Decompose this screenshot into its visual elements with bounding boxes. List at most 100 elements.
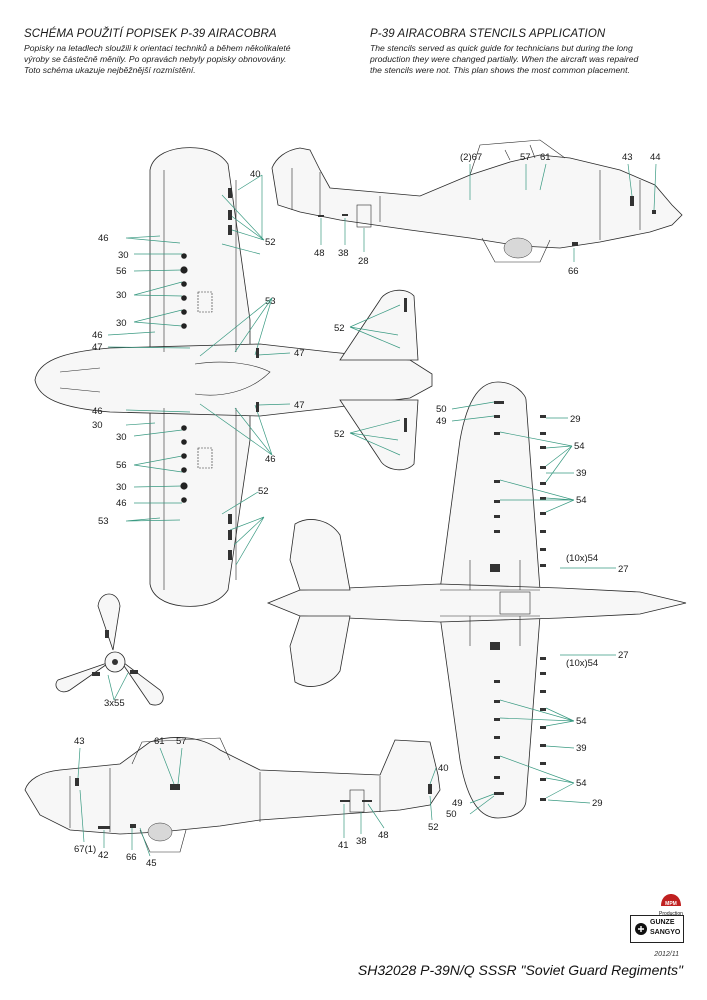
callout-label: 46 <box>98 233 109 244</box>
callout-label: 61 <box>154 736 165 747</box>
access-panel <box>197 291 213 313</box>
mpm-logo-sub: Production <box>659 911 683 917</box>
bottom-stencils <box>490 401 546 801</box>
callout-label: 38 <box>338 248 349 259</box>
wing-guns-top <box>180 253 188 503</box>
callout-label: 40 <box>438 763 449 774</box>
gun-port-icon <box>181 309 187 315</box>
callout-label: 46 <box>92 406 103 417</box>
callout-label: 30 <box>116 318 127 329</box>
header-line-en: production they were changed partially. … <box>370 54 639 64</box>
header-title-en: P-39 AIRACOBRA STENCILS APPLICATION <box>370 28 606 40</box>
mpm-logo-icon <box>661 894 681 906</box>
callout-label: 57 <box>176 736 187 747</box>
footer-date: 2012/11 <box>654 951 679 958</box>
callout-label: 54 <box>576 716 587 727</box>
access-panel <box>356 204 372 228</box>
callout-label: 30 <box>116 482 127 493</box>
header-line-en: the stencils were not. This plan shows t… <box>370 65 630 75</box>
callout-label: 50 <box>446 809 457 820</box>
bottom-view: 50 49 29 54 39 54 (10x)54 27 27 (10x)54 … <box>266 381 687 820</box>
callout-label: 28 <box>358 256 369 267</box>
gunze-emblem-icon <box>635 923 647 935</box>
mpm-logo: MPM Production <box>658 893 684 917</box>
sangyo-text: SANGYO <box>650 929 681 936</box>
side-profile-right: 43 61 57 40 52 41 38 48 67(1) 42 66 45 <box>24 736 449 869</box>
header-line-en: The stencils served as quick guide for t… <box>370 43 633 53</box>
callout-label: 29 <box>592 798 603 809</box>
gun-port-icon <box>180 266 188 274</box>
callout-label: 41 <box>338 840 349 851</box>
gun-port-icon <box>181 281 187 287</box>
propeller: 3x55 <box>55 593 164 709</box>
callout-label: 47 <box>294 348 305 359</box>
callout-label: (2)67 <box>460 152 482 163</box>
callout-label: 45 <box>146 858 157 869</box>
gunze-sangyo-logo: GUNZE SANGYO <box>630 915 684 943</box>
callout-label: 30 <box>118 250 129 261</box>
callout-label: 54 <box>576 495 587 506</box>
callout-label: 39 <box>576 468 587 479</box>
callout-label: 43 <box>74 736 85 747</box>
callout-label: 29 <box>570 414 581 425</box>
stencil-mark <box>630 196 634 206</box>
callout-label: 57 <box>520 152 531 163</box>
callout-label: 52 <box>428 822 439 833</box>
callout-label: 48 <box>314 248 325 259</box>
callout-label: 56 <box>116 460 127 471</box>
callout-label: 30 <box>116 290 127 301</box>
callout-label: 50 <box>436 404 447 415</box>
callout-label: 46 <box>265 454 276 465</box>
callout-label: 30 <box>116 432 127 443</box>
callout-label: 52 <box>334 429 345 440</box>
callout-label: 27 <box>618 564 629 575</box>
callout-label: 40 <box>250 169 261 180</box>
wing-stencils-top <box>228 188 259 560</box>
callout-label: 49 <box>436 416 447 427</box>
gun-port-icon <box>181 323 187 329</box>
header-line-cz: Popisky na letadlech sloužili k orientac… <box>24 43 291 53</box>
gun-port-icon <box>181 439 187 445</box>
callout-label: 46 <box>92 330 103 341</box>
gun-port-icon <box>181 253 187 259</box>
callout-label: 47 <box>294 400 305 411</box>
gun-port-icon <box>180 482 188 490</box>
top-view: 40 52 46 30 56 30 30 46 47 53 47 47 46 3… <box>34 147 433 607</box>
callout-label: 66 <box>126 852 137 863</box>
callout-label: 52 <box>265 237 276 248</box>
callout-label: 56 <box>116 266 127 277</box>
callout-label: 66 <box>568 266 579 277</box>
callout-label: 49 <box>452 798 463 809</box>
gun-port-icon <box>181 425 187 431</box>
stencil-mark <box>572 242 578 246</box>
callout-label: 42 <box>98 850 109 861</box>
callout-label: 43 <box>622 152 633 163</box>
callout-label: 39 <box>576 743 587 754</box>
callout-label: 53 <box>265 296 276 307</box>
callout-label: 53 <box>98 516 109 527</box>
gunze-text: GUNZE <box>650 919 675 926</box>
callout-label: 27 <box>618 650 629 661</box>
access-panel <box>349 789 365 813</box>
gun-port-icon <box>181 453 187 459</box>
callout-label: 38 <box>356 836 367 847</box>
header-title-cz: SCHÉMA POUŽITÍ POPISEK P-39 AIRACOBRA <box>24 28 277 40</box>
callout-label: 52 <box>334 323 345 334</box>
callout-label: 52 <box>258 486 269 497</box>
callout-label: 54 <box>576 778 587 789</box>
access-panel <box>499 591 531 615</box>
header-line-cz: Toto schéma ukazuje nejběžnější rozmístě… <box>24 65 196 75</box>
callout-label: 61 <box>540 152 551 163</box>
gun-port-icon <box>181 467 187 473</box>
callout-label: 48 <box>378 830 389 841</box>
gun-port-icon <box>181 497 187 503</box>
access-panel <box>197 447 213 469</box>
gun-port-icon <box>181 295 187 301</box>
profile-stencils <box>75 778 432 829</box>
side-profile-left: (2)67 57 61 43 44 48 38 28 66 <box>271 139 683 277</box>
footer-title: SH32028 P-39N/Q SSSR "Soviet Guard Regim… <box>357 962 683 978</box>
callout-label: (10x)54 <box>566 658 598 669</box>
mpm-logo-text: MPM <box>665 901 677 907</box>
